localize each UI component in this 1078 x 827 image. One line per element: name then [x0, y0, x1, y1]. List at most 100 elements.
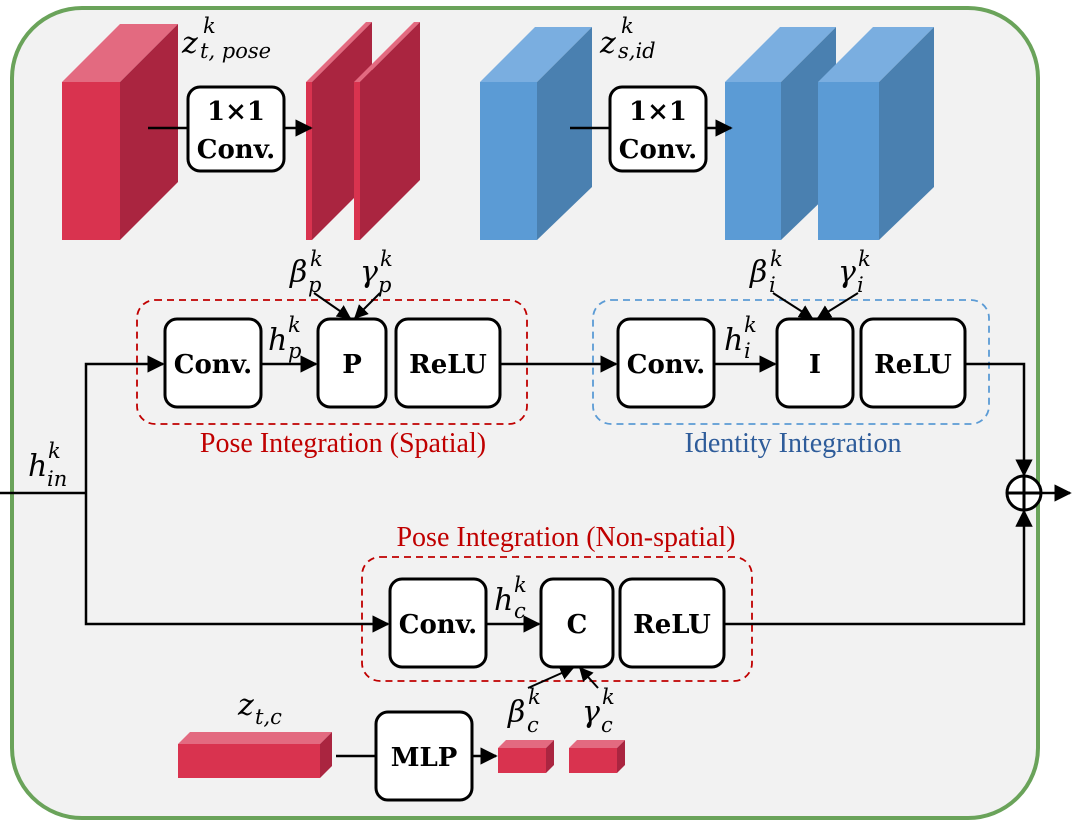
- svg-text:ReLU: ReLU: [409, 350, 487, 380]
- beta-p-label: β k p: [289, 247, 323, 297]
- svg-text:I: I: [809, 350, 821, 380]
- arrow-gamma-p: [354, 292, 381, 319]
- svg-text:k: k: [621, 14, 634, 38]
- svg-text:p: p: [378, 273, 391, 297]
- class-tensor: [178, 732, 332, 778]
- h-i-label: h k i: [724, 313, 757, 363]
- gamma-i-label: γ k i: [838, 247, 871, 297]
- identity-group-box: [592, 299, 990, 425]
- pose-feature-map-2: [354, 22, 420, 240]
- mlp-block: MLP: [374, 710, 474, 802]
- h-p-label: h k p: [268, 313, 301, 363]
- svg-text:γ: γ: [838, 255, 856, 290]
- svg-text:p: p: [288, 339, 301, 363]
- h-in-label: h k in: [28, 439, 67, 491]
- svg-text:Conv.: Conv.: [399, 610, 477, 640]
- svg-text:c: c: [527, 713, 539, 737]
- h-c-label: h k c: [494, 573, 527, 623]
- svg-text:k: k: [514, 573, 527, 597]
- svg-text:c: c: [601, 713, 613, 737]
- identity-relu-block: ReLU: [859, 317, 967, 409]
- pose-tensor-label: z k t, pose: [181, 14, 271, 63]
- input-branch-top: [84, 355, 165, 493]
- arrow-gamma-c: [579, 666, 599, 689]
- pose-tensor: [62, 24, 178, 240]
- svg-text:k: k: [288, 313, 301, 337]
- identity-tensor: [480, 27, 592, 240]
- pose-nonspatial-group-box: [361, 556, 753, 682]
- svg-text:Conv.: Conv.: [619, 135, 697, 165]
- svg-text:i: i: [769, 273, 776, 297]
- svg-text:z: z: [181, 26, 198, 61]
- beta-i-label: β k i: [749, 247, 783, 297]
- arrow-identity-to-sum: [965, 362, 1033, 477]
- pose-p-block: P: [316, 317, 388, 409]
- svg-text:Conv.: Conv.: [174, 350, 252, 380]
- svg-text:in: in: [47, 467, 67, 491]
- svg-text:k: k: [770, 247, 783, 271]
- svg-text:k: k: [203, 14, 216, 38]
- arrow-beta-c: [527, 666, 575, 689]
- svg-text:p: p: [308, 273, 321, 297]
- arrow-beta-i: [772, 292, 814, 319]
- svg-text:k: k: [528, 685, 541, 709]
- identity-tensor-label: z k s,id: [599, 14, 656, 63]
- svg-text:ReLU: ReLU: [874, 350, 952, 380]
- pose-spatial-group-label: Pose Integration (Spatial): [200, 428, 486, 459]
- svg-text:t,c: t,c: [255, 705, 282, 729]
- svg-text:C: C: [567, 610, 588, 640]
- identity-conv-block: Conv.: [616, 317, 716, 409]
- svg-text:z: z: [599, 26, 616, 61]
- svg-text:k: k: [48, 439, 61, 463]
- identity-feature-map-2: [818, 27, 934, 240]
- nonspatial-relu-block: ReLU: [618, 577, 726, 669]
- svg-text:s,id: s,id: [618, 39, 656, 63]
- gamma-c-vector: [569, 740, 625, 773]
- gamma-p-label: γ k p: [360, 247, 393, 297]
- svg-text:k: k: [744, 313, 757, 337]
- beta-c-label: β k c: [507, 685, 541, 737]
- identity-i-block: I: [775, 317, 855, 409]
- svg-text:i: i: [744, 339, 751, 363]
- svg-text:MLP: MLP: [391, 743, 458, 773]
- nonspatial-c-block: C: [539, 577, 615, 669]
- arrow-gamma-i: [816, 292, 859, 319]
- beta-c-vector: [498, 740, 554, 773]
- svg-text:k: k: [602, 685, 615, 709]
- svg-text:t, pose: t, pose: [200, 39, 271, 63]
- svg-text:β: β: [507, 695, 525, 730]
- svg-text:ReLU: ReLU: [633, 610, 711, 640]
- svg-text:k: k: [380, 247, 393, 271]
- class-tensor-label: z t,c: [237, 688, 282, 729]
- pose-nonspatial-group-label: Pose Integration (Non-spatial): [396, 522, 735, 553]
- svg-text:β: β: [749, 255, 767, 290]
- svg-text:h: h: [28, 449, 47, 484]
- svg-text:h: h: [268, 323, 287, 358]
- svg-text:1×1: 1×1: [629, 97, 687, 127]
- svg-text:Conv.: Conv.: [627, 350, 705, 380]
- identity-1x1-conv-block: 1×1 Conv.: [608, 85, 708, 173]
- pose-spatial-group-box: [136, 299, 528, 425]
- svg-text:k: k: [310, 247, 323, 271]
- input-branch-bottom: [84, 493, 390, 633]
- gamma-c-label: γ k c: [582, 685, 615, 737]
- pose-conv-block: Conv.: [163, 317, 263, 409]
- svg-text:h: h: [724, 323, 743, 358]
- nonspatial-conv-block: Conv.: [388, 577, 488, 669]
- svg-text:h: h: [494, 583, 513, 618]
- svg-text:i: i: [857, 273, 864, 297]
- pose-relu-block: ReLU: [394, 317, 502, 409]
- svg-text:k: k: [858, 247, 871, 271]
- sum-node: [1005, 474, 1043, 512]
- arrow-beta-p: [313, 292, 352, 319]
- pose-1x1-conv-block: 1×1 Conv.: [186, 85, 286, 173]
- svg-text:P: P: [342, 350, 362, 380]
- svg-text:c: c: [514, 599, 526, 623]
- svg-text:1×1: 1×1: [207, 97, 265, 127]
- svg-text:Conv.: Conv.: [197, 135, 275, 165]
- svg-text:z: z: [237, 688, 254, 723]
- svg-text:γ: γ: [360, 255, 378, 290]
- arrow-nonspatial-to-sum: [724, 509, 1033, 626]
- svg-text:β: β: [289, 255, 307, 290]
